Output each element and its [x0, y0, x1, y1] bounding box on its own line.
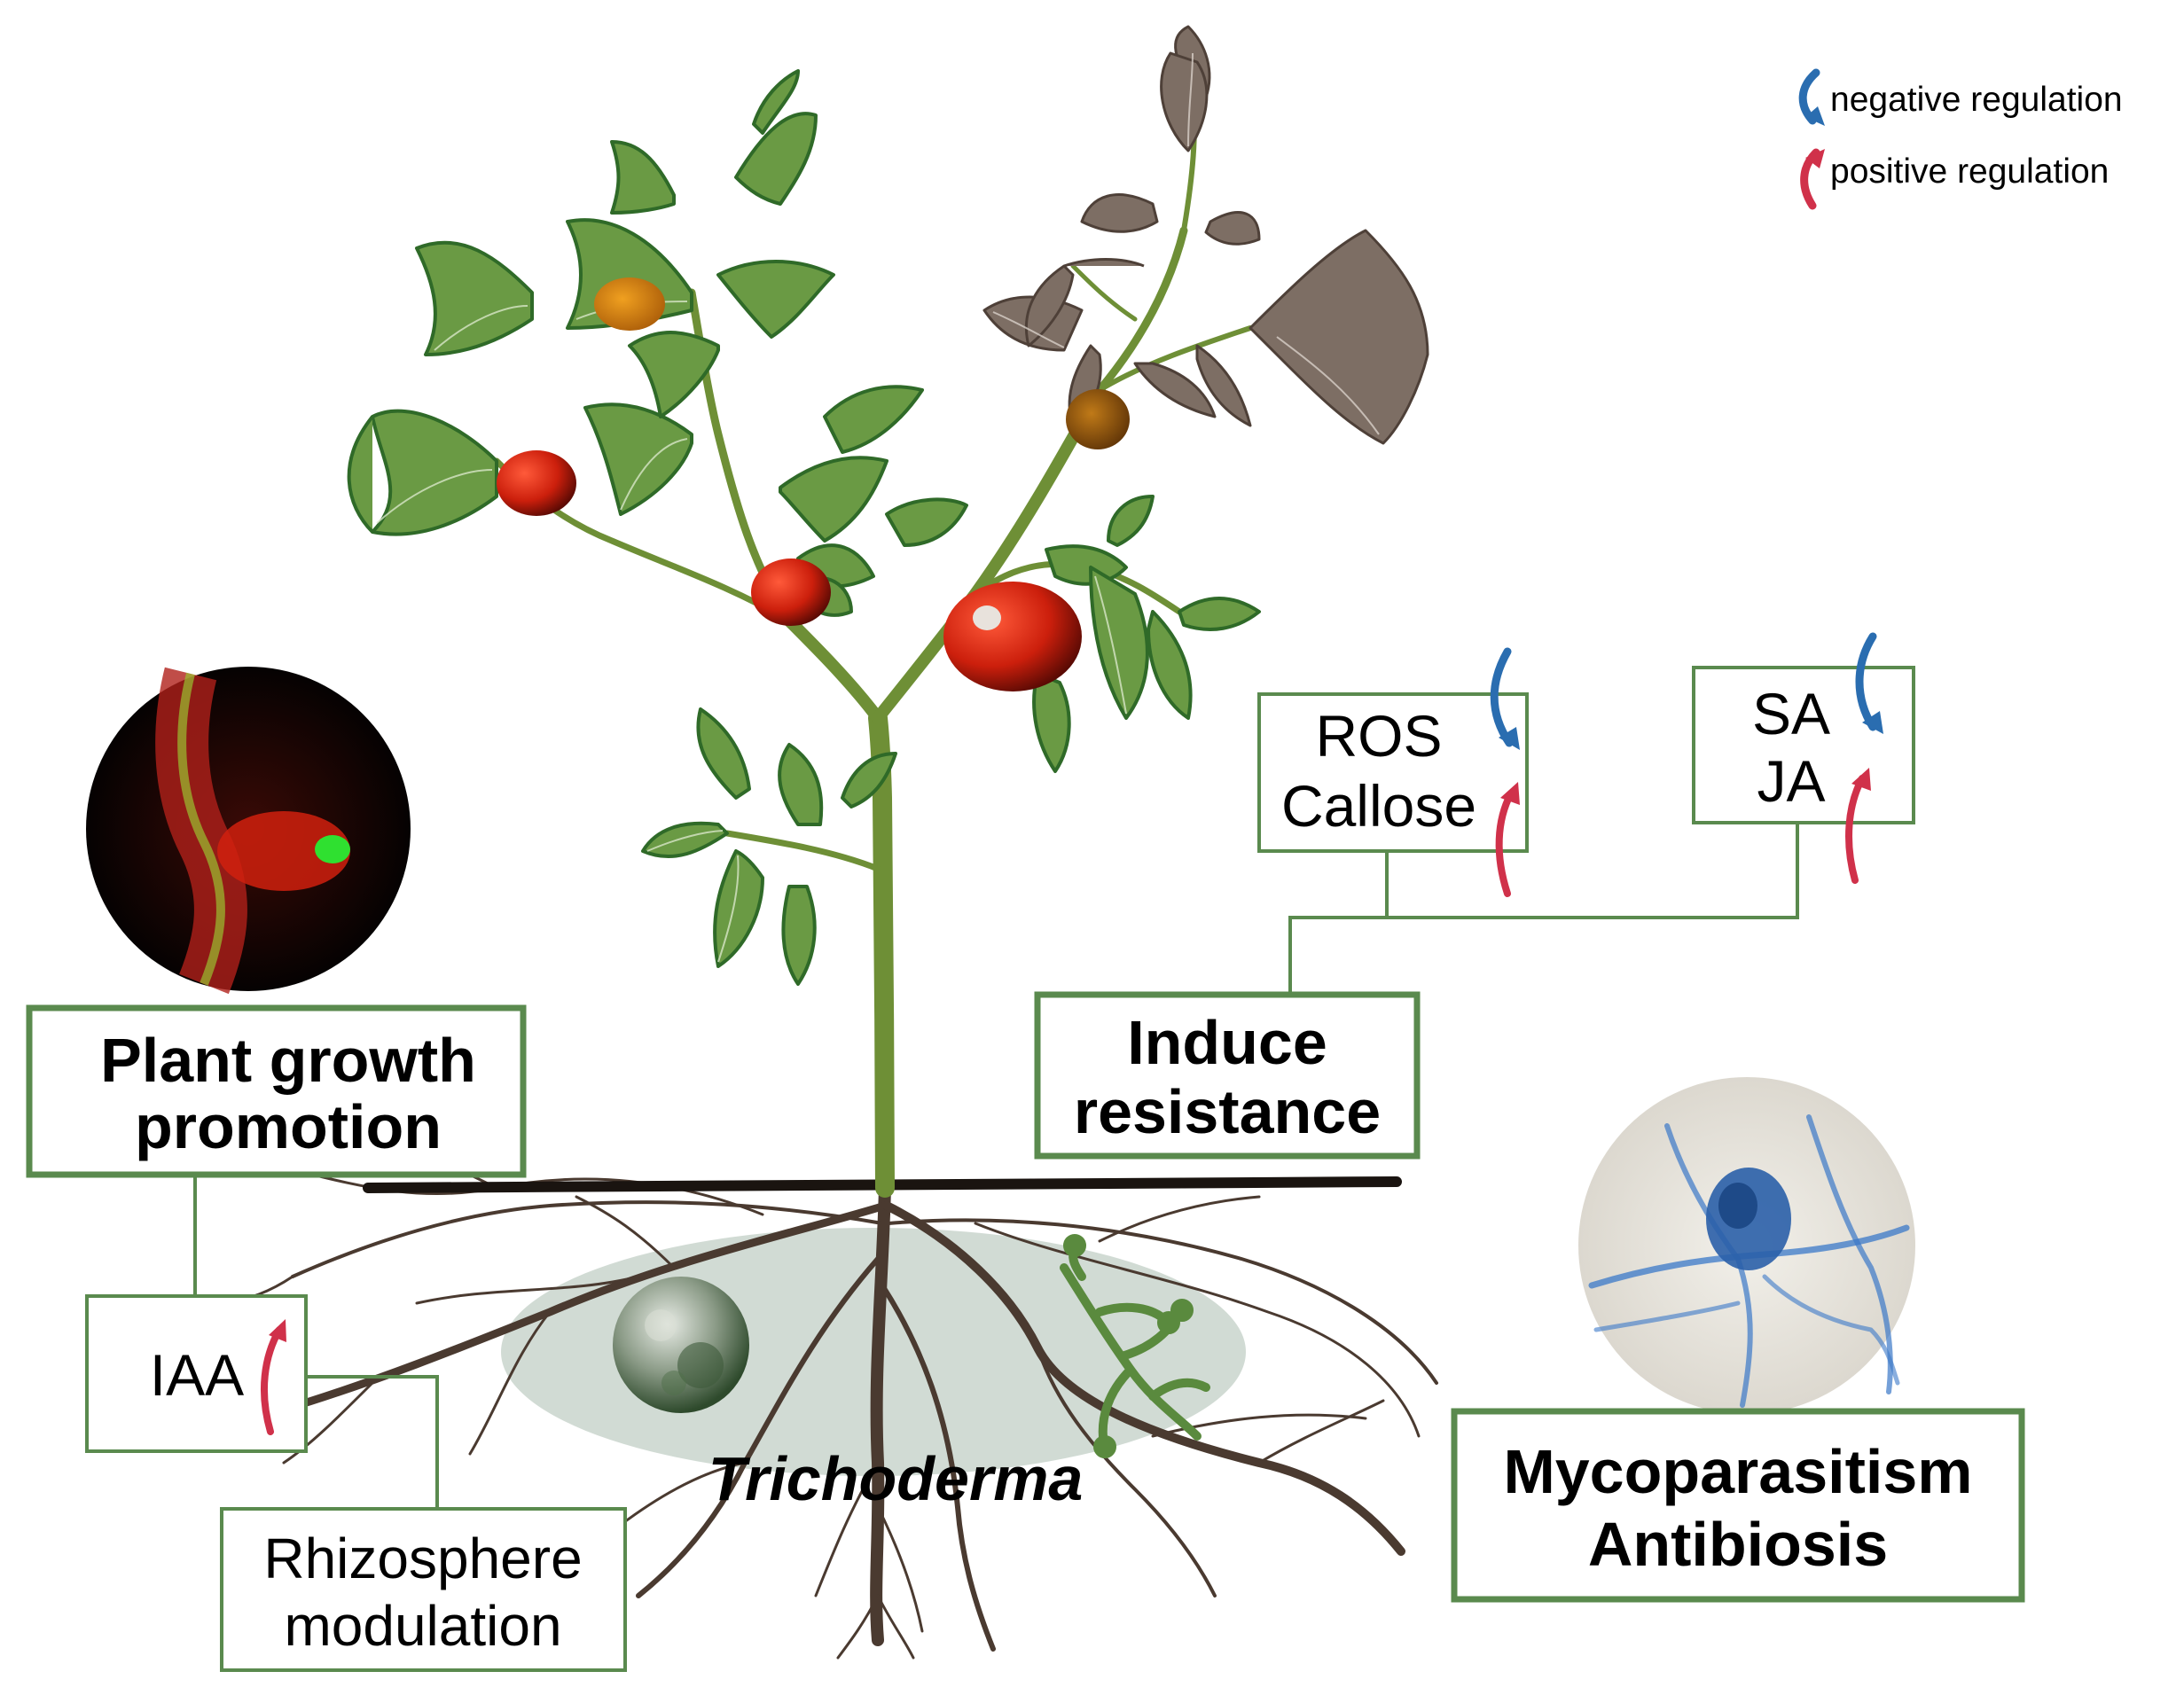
root-fluorescence-micrograph-icon [86, 667, 411, 995]
iaa-positive-arrow-icon [261, 1326, 283, 1435]
ja-positive-arrowhead-icon [1851, 768, 1871, 791]
ja-positive-arrow-icon [1845, 775, 1866, 884]
connector-lines [193, 823, 1799, 1509]
withered-leaf-veins [992, 52, 1380, 435]
rhizosphere-label-line2: modulation [284, 1594, 561, 1658]
mycoparasitism-label: Mycoparasitism [1503, 1437, 1972, 1506]
callose-label: Callose [1281, 773, 1476, 839]
induce-resistance-label-line1: Induce [1127, 1008, 1327, 1077]
withered-leaves [982, 25, 1429, 445]
green-leaves [347, 69, 1261, 986]
tomato-fruit-orange [594, 277, 665, 331]
plant-growth-label-line1: Plant growth [100, 1026, 476, 1095]
positive-arrowhead-icon [1805, 149, 1825, 168]
mycoparasitism-micrograph-icon [1578, 1077, 1915, 1414]
tomato-fruits [497, 277, 1130, 691]
iaa-label: IAA [150, 1342, 244, 1408]
ros-negative-arrowhead-icon [1499, 727, 1520, 750]
tomato-fruit-red [497, 450, 576, 516]
induce-resistance-box: Induce resistance [1034, 991, 1421, 1160]
rhizosphere-modulation-box: Rhizosphere modulation [220, 1507, 627, 1672]
leaf-veins [376, 301, 1127, 963]
tomato-fruit-large [943, 582, 1082, 691]
callose-positive-arrowhead-icon [1500, 782, 1520, 805]
plant-growth-promotion-box: Plant growth promotion [26, 1004, 527, 1178]
tomato-fruit-red [751, 558, 831, 626]
ros-label: ROS [1315, 703, 1442, 769]
mycoparasitism-antibiosis-box: Mycoparasitism Antibiosis [1451, 1408, 2025, 1603]
tomato-fruit-unripe [1066, 389, 1130, 449]
legend-positive-label: positive regulation [1830, 152, 2109, 191]
antibiosis-label: Antibiosis [1588, 1510, 1888, 1579]
ja-label: JA [1757, 748, 1825, 814]
rhizosphere-label-line1: Rhizosphere [263, 1527, 582, 1590]
sa-label: SA [1752, 681, 1830, 746]
ros-callose-box: ROS Callose [1257, 647, 1529, 897]
negative-arrowhead-icon [1805, 106, 1825, 126]
legend-negative-label: negative regulation [1830, 81, 2123, 119]
tomato-fruit-highlight [973, 605, 1001, 630]
iaa-arrowhead-icon [269, 1319, 286, 1342]
trichoderma-label: Trichoderma [708, 1444, 1084, 1513]
legend: negative regulation positive regulation [1798, 68, 2123, 210]
ros-negative-arrow-icon [1490, 647, 1514, 747]
iaa-box: IAA [85, 1294, 308, 1453]
callose-positive-arrow-icon [1495, 790, 1515, 897]
induce-resistance-label-line2: resistance [1074, 1077, 1381, 1146]
hyphae-icon [1060, 1234, 1210, 1458]
sa-negative-arrowhead-icon [1862, 711, 1883, 734]
trichoderma-spore-icon [613, 1277, 749, 1413]
sa-negative-arrow-icon [1855, 632, 1877, 731]
sa-ja-box: SA JA [1692, 632, 1915, 884]
plant-growth-label-line2: promotion [135, 1092, 442, 1161]
